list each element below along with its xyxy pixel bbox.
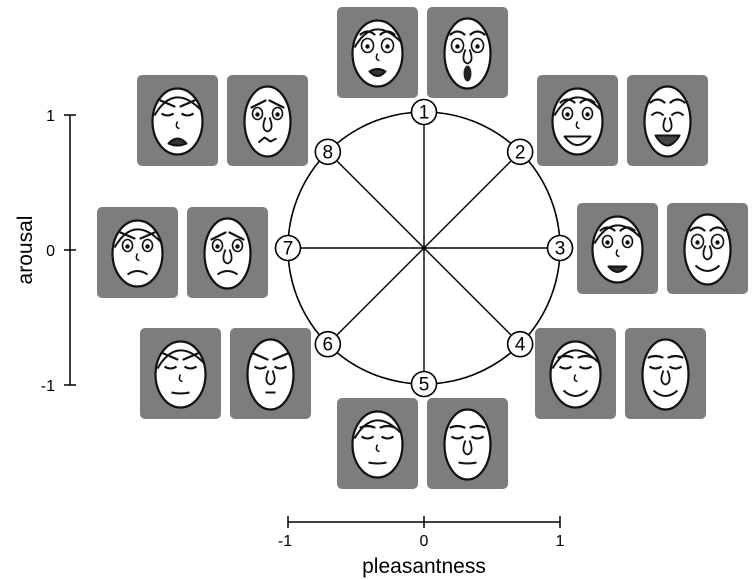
pleasantness-tick-low: -1 — [278, 533, 292, 550]
point-number: 6 — [323, 335, 334, 356]
face-8-male-icon — [227, 75, 308, 166]
face-1-female-icon — [337, 7, 418, 98]
arousal-axis-label: arousal — [14, 216, 37, 285]
face-7-female-icon — [97, 207, 178, 298]
arousal-tick-high: 1 — [46, 108, 55, 125]
point-number: 1 — [419, 103, 430, 124]
face-5-female-icon — [337, 398, 418, 489]
face-6-male-icon — [230, 328, 311, 419]
point-number: 3 — [555, 239, 566, 260]
pleasantness-tick-mid: 0 — [420, 533, 429, 550]
face-5-male-icon — [427, 398, 508, 489]
face-6-female-icon — [140, 328, 221, 419]
point-marker-8: 8 — [315, 139, 340, 164]
face-7-male-icon — [187, 207, 268, 298]
face-4-male-icon — [625, 328, 706, 419]
point-marker-3: 3 — [548, 236, 573, 261]
face-1-male-icon — [427, 7, 508, 98]
face-3-female-icon — [577, 203, 658, 294]
point-number: 8 — [323, 142, 334, 163]
arousal-tick-low: -1 — [41, 378, 55, 395]
pleasantness-axis-label: pleasantness — [362, 555, 486, 578]
face-8-female-icon — [137, 75, 218, 166]
point-number: 7 — [283, 239, 294, 260]
pleasantness-tick-high: 1 — [556, 533, 565, 550]
arousal-tick-mid: 0 — [46, 243, 55, 260]
face-2-male-icon — [627, 75, 708, 166]
face-3-male-icon — [667, 203, 748, 294]
arousal-axis: 1 0 -1 arousal — [14, 108, 76, 395]
point-marker-4: 4 — [508, 332, 533, 357]
pleasantness-axis: -1 0 1 pleasantness — [278, 516, 565, 578]
emotion-wheel: 1 2 3 4 5 6 7 8 — [97, 7, 748, 489]
face-4-female-icon — [535, 328, 616, 419]
point-number: 5 — [419, 375, 430, 396]
point-marker-2: 2 — [508, 139, 533, 164]
point-number: 4 — [515, 335, 526, 356]
point-marker-5: 5 — [412, 372, 437, 397]
face-2-female-icon — [537, 75, 618, 166]
point-number: 2 — [515, 142, 526, 163]
point-marker-6: 6 — [315, 332, 340, 357]
point-marker-7: 7 — [276, 236, 301, 261]
point-marker-1: 1 — [412, 100, 437, 125]
